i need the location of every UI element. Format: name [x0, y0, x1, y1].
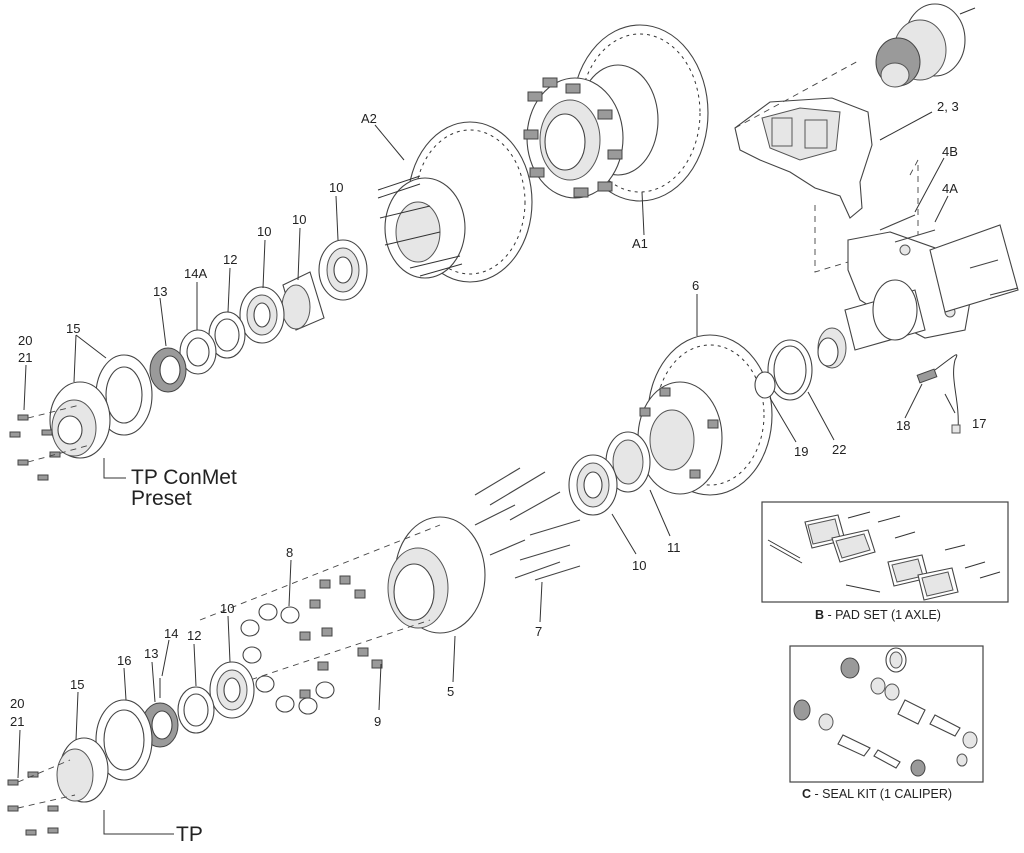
- part-number-labels: A2 A1 2, 3 4B 4A 10 10 10 12 14A 13 15 2…: [10, 99, 986, 729]
- label-13-upper: 13: [153, 284, 167, 299]
- label-10-b: 10: [292, 212, 306, 227]
- callout-tp: TP: [176, 823, 203, 846]
- label-12-lower: 12: [187, 628, 201, 643]
- bearing-10-lower-inner: [568, 454, 618, 516]
- label-15-lower: 15: [70, 677, 84, 692]
- hubcap-callouts: TP ConMet Preset TP: [131, 466, 237, 846]
- label-9: 9: [374, 714, 381, 729]
- callout-tp-conmet: TP ConMet: [131, 466, 237, 489]
- label-8: 8: [286, 545, 293, 560]
- label-18: 18: [896, 418, 910, 433]
- hub-a1-studs: [523, 77, 623, 198]
- brake-caliper: [734, 97, 873, 219]
- bolts-4a-4b: [879, 214, 1019, 296]
- hubcap-tp: [56, 737, 109, 803]
- label-2-3: 2, 3: [937, 99, 959, 114]
- seal-ring-22: [767, 339, 813, 401]
- label-6: 6: [692, 278, 699, 293]
- hubcap-tp-conmet-preset: [49, 381, 111, 459]
- label-11: 11: [667, 540, 681, 555]
- kit-captions: B - PAD SET (1 AXLE) C - SEAL KIT (1 CAL…: [802, 608, 952, 801]
- brake-chamber: [875, 3, 976, 88]
- seal-kit-box: [789, 645, 984, 783]
- nut-13-upper: [149, 347, 187, 393]
- label-a1: A1: [632, 236, 648, 251]
- washer-12-upper: [208, 311, 246, 359]
- label-15-upper: 15: [66, 321, 80, 336]
- axle-spindle: [817, 224, 1019, 369]
- callout-preset: Preset: [131, 487, 192, 510]
- gasket-16: [95, 699, 153, 781]
- abs-sensor: [916, 354, 961, 434]
- hub-a1: [523, 77, 624, 199]
- rotor-hub-flange: [637, 381, 723, 495]
- seal-kit-caption: C - SEAL KIT (1 CALIPER): [802, 787, 952, 801]
- wheel-nuts-8-9: [240, 575, 383, 715]
- spacer-10: [281, 271, 325, 331]
- pad-springs: [767, 511, 1001, 593]
- label-22: 22: [832, 442, 846, 457]
- ring-19: [754, 371, 776, 399]
- washer-12-lower: [177, 686, 215, 734]
- label-14a: 14A: [184, 266, 207, 281]
- label-20-lower: 20: [10, 696, 24, 711]
- label-21-lower: 21: [10, 714, 24, 729]
- label-4a: 4A: [942, 181, 958, 196]
- hub-a2: [377, 175, 466, 279]
- label-5: 5: [447, 684, 454, 699]
- bearing-10-upper-outer: [318, 239, 368, 301]
- label-14: 14: [164, 626, 178, 641]
- bearing-10-lower-outer: [209, 661, 255, 719]
- label-20-upper: 20: [18, 333, 32, 348]
- label-10-a: 10: [329, 180, 343, 195]
- hub-5: [387, 516, 486, 634]
- label-10-d: 10: [632, 558, 646, 573]
- bearing-10-upper-inner: [239, 286, 285, 344]
- label-16: 16: [117, 653, 131, 668]
- wheel-studs-7: [474, 467, 581, 581]
- label-13-lower: 13: [144, 646, 158, 661]
- screws-20-21-lower: [7, 771, 59, 836]
- label-4b: 4B: [942, 144, 958, 159]
- leader-lines: [17, 111, 956, 835]
- screws-20-21-upper: [9, 414, 61, 481]
- label-10-c: 10: [257, 224, 271, 239]
- pad-set-box: [761, 501, 1009, 603]
- label-21-upper: 21: [18, 350, 32, 365]
- label-a2: A2: [361, 111, 377, 126]
- pad-set-caption: B - PAD SET (1 AXLE): [815, 608, 941, 622]
- gasket-15-upper: [95, 354, 153, 436]
- label-10-e: 10: [220, 601, 234, 616]
- lock-washer-14a: [179, 329, 217, 375]
- label-17: 17: [972, 416, 986, 431]
- seal-11: [605, 431, 651, 493]
- label-19: 19: [794, 444, 808, 459]
- label-7: 7: [535, 624, 542, 639]
- label-12-upper: 12: [223, 252, 237, 267]
- brake-pads: [804, 514, 959, 601]
